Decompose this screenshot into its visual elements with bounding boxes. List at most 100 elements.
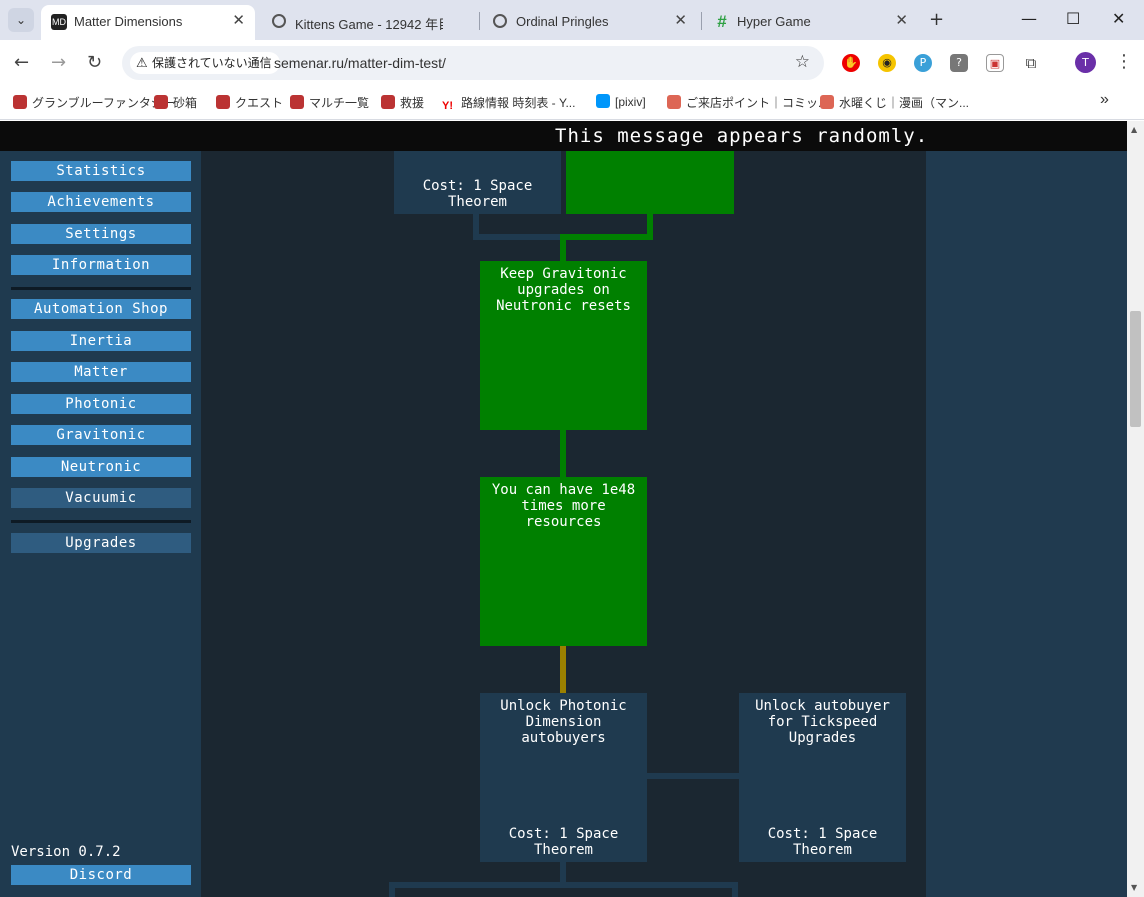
upgrade-node-tickspeed-autobuyer[interactable]: Unlock autobuyer for Tickspeed Upgrades … (739, 693, 906, 862)
tab-close-icon[interactable]: ✕ (895, 12, 908, 29)
right-panel (926, 151, 1127, 897)
sidebar-item-upgrades[interactable]: Upgrades (11, 533, 191, 553)
bookmark-label: クエスト (235, 96, 284, 110)
bookmark-item[interactable]: [pixiv] (596, 94, 646, 109)
sidebar-item-inertia[interactable]: Inertia (11, 331, 191, 351)
sidebar-item-gravitonic[interactable]: Gravitonic (11, 425, 191, 445)
extension-headphones-icon[interactable]: ◉ (878, 54, 896, 72)
upgrade-cost: Cost: 1 Space Theorem (767, 826, 878, 858)
minimize-icon[interactable]: — (1021, 9, 1037, 28)
sidebar-item-achievements[interactable]: Achievements (11, 192, 191, 212)
tree-connector (560, 234, 653, 240)
sidebar-item-automation-shop[interactable]: Automation Shop (11, 299, 191, 319)
bookmark-item[interactable]: クエスト (216, 94, 283, 111)
address-bar[interactable]: ⚠ 保護されていない通信 semenar.ru/matter-dim-test/… (122, 46, 824, 80)
bookmark-favicon-icon (381, 95, 395, 109)
hash-icon: # (717, 12, 727, 31)
bookmark-label: 救援 (400, 96, 425, 110)
extension-p-icon[interactable]: P (914, 54, 932, 72)
tree-connector (389, 882, 395, 897)
tab-close-icon[interactable]: ✕ (674, 12, 687, 29)
pixiv-icon (596, 94, 610, 108)
sidebar-item-settings[interactable]: Settings (11, 224, 191, 244)
tree-connector (473, 214, 479, 240)
discord-button[interactable]: Discord (11, 865, 191, 885)
tab-hyper-game[interactable]: # Hyper Game ✕ (704, 5, 918, 40)
tree-connector (647, 214, 653, 240)
yahoo-icon: Y! (442, 100, 453, 112)
bookmark-item[interactable]: グランブルーファンタジー (13, 94, 175, 111)
scroll-down-arrow-icon[interactable]: ▼ (1131, 883, 1138, 892)
tab-separator (701, 12, 702, 30)
url-text[interactable]: semenar.ru/matter-dim-test/ (274, 55, 446, 71)
bookmark-label: グランブルーファンタジー (32, 96, 175, 110)
back-arrow-icon[interactable]: ← (14, 52, 30, 73)
upgrade-node-photonic-autobuyers[interactable]: Unlock Photonic Dimension autobuyers Cos… (480, 693, 647, 862)
tree-connector (560, 430, 566, 477)
news-message: This message appears randomly. (555, 125, 929, 147)
tree-connector (560, 862, 566, 886)
bookmark-item[interactable]: 救援 (381, 94, 424, 111)
sidebar-item-photonic[interactable]: Photonic (11, 394, 191, 414)
tab-title: Hyper Game (737, 14, 811, 29)
bookmark-item[interactable]: 水曜くじ｜漫画（マン... (820, 94, 969, 111)
page-scrollbar[interactable]: ▲ ▼ (1127, 121, 1144, 897)
upgrade-node-keep-gravitonic[interactable]: Keep Gravitonic upgrades on Neutronic re… (480, 261, 647, 430)
version-label: Version 0.7.2 (11, 844, 121, 860)
tab-search-chevron-down-icon[interactable]: ⌄ (8, 8, 34, 32)
tree-connector (389, 882, 738, 888)
upgrade-node-more-resources[interactable]: You can have 1e48 times more resources (480, 477, 647, 646)
sidebar-item-statistics[interactable]: Statistics (11, 161, 191, 181)
bookmark-favicon-icon (216, 95, 230, 109)
sidebar-item-neutronic[interactable]: Neutronic (11, 457, 191, 477)
bookmarks-bar: グランブルーファンタジー 砂箱 クエスト マルチ一覧 救援 Y!路線情報 時刻表… (0, 86, 1144, 120)
sidebar-item-information[interactable]: Information (11, 255, 191, 275)
tab-matter-dimensions[interactable]: MD Matter Dimensions ✕ (41, 5, 255, 40)
more-menu-icon[interactable]: ⋮ (1115, 51, 1133, 72)
sidebar-divider (11, 287, 191, 290)
extensions-puzzle-icon[interactable]: ⧉ (1025, 54, 1037, 72)
profile-avatar[interactable]: T (1075, 52, 1096, 73)
upgrade-node-bought[interactable] (566, 151, 734, 214)
tab-title: Kittens Game - 12942 年目 (295, 17, 443, 32)
reload-icon[interactable]: ↻ (87, 52, 103, 73)
news-ticker: This message appears randomly. (0, 121, 1127, 151)
window-close-icon[interactable]: ✕ (1112, 9, 1126, 28)
bookmark-item[interactable]: マルチ一覧 (290, 94, 369, 111)
globe-icon (272, 14, 286, 28)
bookmark-item[interactable]: ご来店ポイント｜コミッ... (667, 94, 828, 111)
maximize-icon[interactable]: ☐ (1066, 9, 1081, 28)
bookmark-item[interactable]: Y!路線情報 時刻表 - Y... (442, 94, 575, 114)
extension-question-icon[interactable]: ? (950, 54, 968, 72)
bookmark-favicon-icon (154, 95, 168, 109)
browser-tab-bar: ⌄ MD Matter Dimensions ✕ Kittens Game - … (0, 0, 1144, 40)
bookmark-label: [pixiv] (615, 95, 646, 109)
bookmark-favicon-icon (13, 95, 27, 109)
extension-stop-icon[interactable]: ✋ (842, 54, 860, 72)
tab-ordinal-pringles[interactable]: Ordinal Pringles ✕ (483, 5, 697, 40)
security-label: 保護されていない通信 (152, 56, 272, 70)
scroll-up-arrow-icon[interactable]: ▲ (1131, 125, 1138, 134)
tab-kittens-game[interactable]: Kittens Game - 12942 年目 (262, 5, 476, 40)
upgrade-tree: Cost: 1 Space Theorem Keep Gravitonic up… (201, 151, 926, 897)
tree-connector (732, 882, 738, 897)
forward-arrow-icon[interactable]: → (51, 52, 67, 73)
game-page: This message appears randomly. Statistic… (0, 121, 1127, 897)
bookmark-item[interactable]: 砂箱 (154, 94, 197, 111)
extension-image-icon[interactable]: ▣ (986, 54, 1004, 72)
browser-toolbar: ← → ↻ ⚠ 保護されていない通信 semenar.ru/matter-dim… (0, 40, 1144, 86)
bookmarks-overflow-chevron-icon[interactable]: » (1100, 91, 1109, 108)
scrollbar-thumb[interactable] (1130, 311, 1141, 427)
upgrade-cost: Cost: 1 Space Theorem (508, 826, 619, 858)
security-indicator[interactable]: ⚠ 保護されていない通信 (130, 52, 280, 74)
upgrade-node-space-theorem[interactable]: Cost: 1 Space Theorem (394, 151, 561, 214)
new-tab-plus-icon[interactable]: + (929, 9, 945, 30)
sidebar-item-matter[interactable]: Matter (11, 362, 191, 382)
bookmark-star-icon[interactable]: ☆ (794, 52, 810, 71)
tree-connector (560, 646, 566, 693)
tree-connector (646, 773, 739, 779)
sidebar-item-vacuumic[interactable]: Vacuumic (11, 488, 191, 508)
tab-close-icon[interactable]: ✕ (232, 12, 245, 29)
upgrade-description: Unlock Photonic Dimension autobuyers (500, 698, 627, 746)
tab-title: Matter Dimensions (74, 14, 183, 29)
